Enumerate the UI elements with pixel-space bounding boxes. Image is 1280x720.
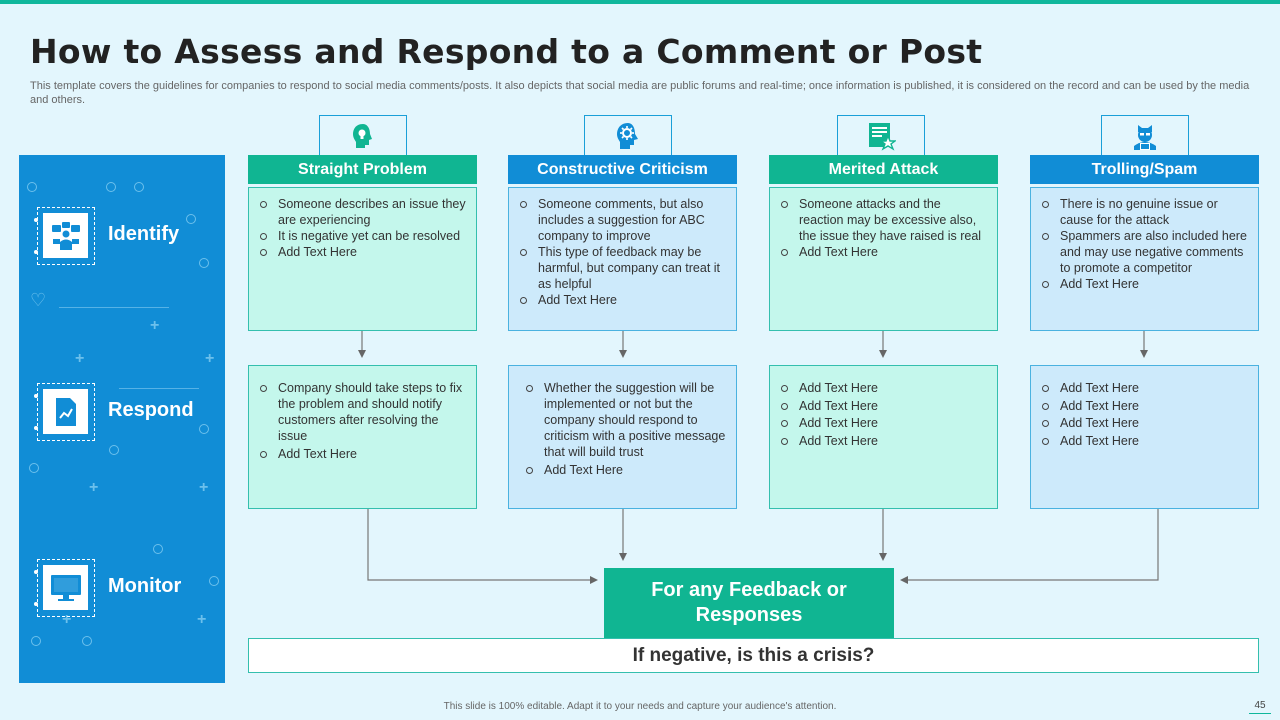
list-item: Company should take steps to fix the pro…	[259, 380, 466, 444]
plus-icon: +	[62, 611, 72, 628]
identify-card-merited-attack: Someone attacks and the reaction may be …	[769, 187, 998, 331]
column-header-constructive-criticism: Constructive Criticism	[508, 155, 737, 184]
feedback-box: For any Feedback or Responses	[604, 568, 894, 638]
column-header-trolling-spam: Trolling/Spam	[1030, 155, 1259, 184]
feedback-line: For any Feedback or	[651, 579, 847, 601]
column-header-straight-problem: Straight Problem	[248, 155, 477, 184]
plus-icon: +	[199, 479, 209, 496]
list-item: Add Text Here	[1041, 433, 1248, 449]
decor-circle	[199, 258, 209, 268]
decor-circle	[209, 576, 219, 586]
list-item: Someone comments, but also includes a su…	[519, 196, 726, 244]
plus-icon: +	[205, 350, 215, 367]
heart-icon: ♡	[30, 290, 47, 310]
footer-note: This slide is 100% editable. Adapt it to…	[443, 701, 837, 712]
column-header-merited-attack: Merited Attack	[769, 155, 998, 184]
plus-icon: +	[75, 350, 85, 367]
plus-icon: +	[197, 611, 207, 628]
feedback-line: Responses	[695, 604, 803, 626]
slide-subtitle: This template covers the guidelines for …	[30, 80, 1250, 106]
list-item: There is no genuine issue or cause for t…	[1041, 196, 1248, 228]
arrow-connector	[900, 509, 1159, 584]
decor-circle	[109, 445, 119, 455]
stage-icon-frame	[34, 559, 95, 617]
list-item: Add Text Here	[1041, 398, 1248, 414]
list-item: Add Text Here	[780, 433, 987, 449]
head-lightbulb-icon	[319, 115, 407, 155]
list-item: Add Text Here	[1041, 380, 1248, 396]
decor-circle	[153, 544, 163, 554]
identify-card-trolling-spam: There is no genuine issue or cause for t…	[1030, 187, 1259, 331]
respond-card-straight-problem: Company should take steps to fix the pro…	[248, 365, 477, 509]
decor-line	[119, 388, 199, 389]
page-number: 45	[1249, 700, 1271, 714]
stage-identify: Identify	[19, 207, 225, 267]
respond-card-trolling-spam: Add Text Here Add Text Here Add Text Her…	[1030, 365, 1259, 509]
decor-circle	[106, 182, 116, 192]
list-item: Add Text Here	[780, 398, 987, 414]
stage-icon-frame	[34, 207, 95, 265]
decor-circle	[29, 463, 39, 473]
list-item: Add Text Here	[780, 380, 987, 396]
stage-icon-frame	[34, 383, 95, 441]
monitor-icon	[43, 565, 88, 610]
list-item: Add Text Here	[780, 244, 987, 260]
stage-label: Identify	[108, 223, 180, 245]
list-item: Someone attacks and the reaction may be …	[780, 196, 987, 244]
plus-icon: +	[150, 317, 160, 334]
document-chart-icon	[43, 389, 88, 434]
list-item: Add Text Here	[780, 415, 987, 431]
stage-monitor: Monitor	[19, 559, 225, 619]
decor-circle	[82, 636, 92, 646]
top-accent-bar	[0, 0, 1280, 4]
stage-sidebar: ♡ + + + + + + + Identify	[19, 155, 225, 683]
meeting-icon	[43, 213, 88, 258]
identify-card-straight-problem: Someone describes an issue they are expe…	[248, 187, 477, 331]
list-item: This type of feedback may be harmful, bu…	[519, 244, 726, 292]
list-item: Add Text Here	[525, 462, 726, 478]
list-item: Add Text Here	[1041, 415, 1248, 431]
slide-title: How to Assess and Respond to a Comment o…	[30, 32, 983, 71]
list-item: Someone describes an issue they are expe…	[259, 196, 466, 228]
decor-circle	[199, 424, 209, 434]
plus-icon: +	[89, 479, 99, 496]
stage-label: Respond	[108, 399, 194, 421]
decor-circle	[31, 636, 41, 646]
respond-card-merited-attack: Add Text Here Add Text Here Add Text Her…	[769, 365, 998, 509]
hacker-icon	[1101, 115, 1189, 155]
list-item: Whether the suggestion will be implement…	[525, 380, 726, 460]
decor-circle	[27, 182, 37, 192]
crisis-question-bar: If negative, is this a crisis?	[248, 638, 1259, 673]
respond-card-constructive-criticism: Whether the suggestion will be implement…	[508, 365, 737, 509]
document-star-icon	[837, 115, 925, 155]
list-item: Add Text Here	[259, 446, 466, 462]
list-item: Add Text Here	[519, 292, 726, 308]
list-item: Spammers are also included here and may …	[1041, 228, 1248, 276]
identify-card-constructive-criticism: Someone comments, but also includes a su…	[508, 187, 737, 331]
decor-line	[59, 307, 169, 308]
list-item: Add Text Here	[259, 244, 466, 260]
stage-label: Monitor	[108, 575, 182, 597]
arrow-connector	[367, 509, 598, 584]
decor-circle	[186, 214, 196, 224]
list-item: Add Text Here	[1041, 276, 1248, 292]
decor-circle	[134, 182, 144, 192]
stage-respond: Respond	[19, 383, 225, 443]
head-gear-icon	[584, 115, 672, 155]
list-item: It is negative yet can be resolved	[259, 228, 466, 244]
